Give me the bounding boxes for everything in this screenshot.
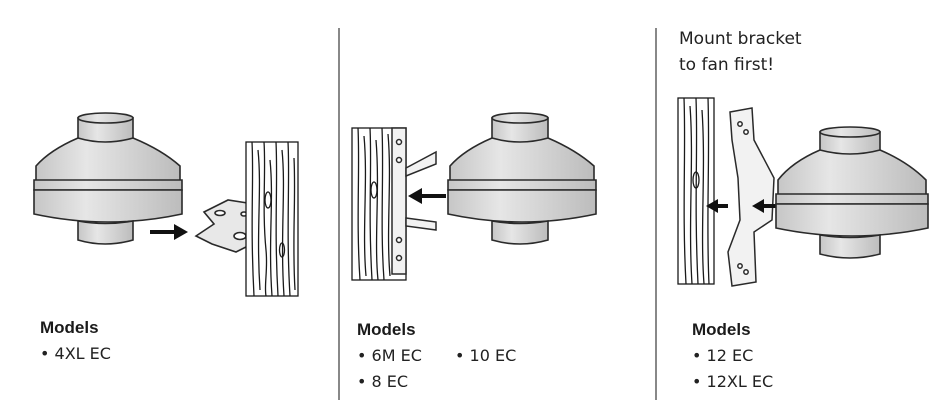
models-title-1: Models [40,318,99,337]
fan-illustration-2 [447,112,597,245]
wall-strap-2 [391,127,437,275]
model-item-12-ec: • 12 EC [692,346,754,365]
model-item-6m-ec: • 6M EC [357,346,422,365]
wood-post-3 [677,97,715,285]
arrow-2 [408,188,446,204]
model-item-8-ec: • 8 EC [357,372,409,391]
arrow-1 [150,224,188,240]
model-item-10-ec: • 10 EC [455,346,517,365]
models-title-2: Models [357,320,416,339]
arrow-3b [752,199,776,213]
fan-illustration-1 [33,112,183,245]
fan-illustration-3 [775,126,929,259]
models-title-3: Models [692,320,751,339]
mounting-note-line-1: Mount bracket [679,29,802,49]
mounting-note: Mount bracket to fan first! [679,26,802,78]
model-item-4xl-ec: • 4XL EC [40,344,111,363]
arrow-3a [706,199,728,213]
wood-post-1 [245,141,299,297]
wall-bracket-1 [194,199,255,253]
wall-bracket-3 [727,107,775,287]
model-item-12xl-ec: • 12XL EC [692,372,774,391]
mounting-note-line-2: to fan first! [679,55,775,75]
